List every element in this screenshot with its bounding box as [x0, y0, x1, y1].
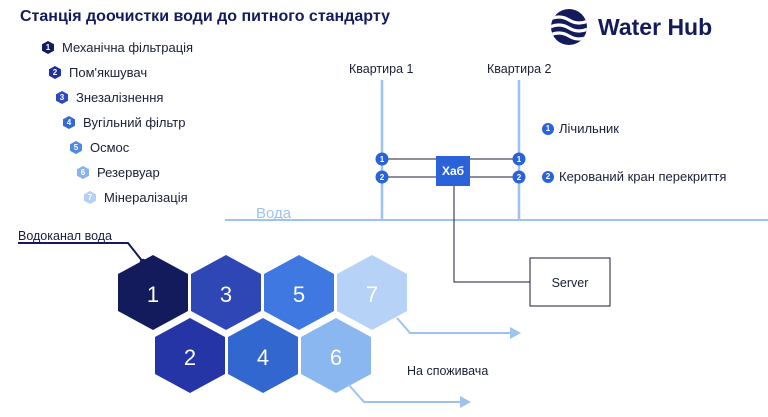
outlet-arrow	[396, 317, 512, 334]
stage-item: 2 Пом'якшувач	[49, 65, 147, 80]
hexagon-number-icon: 2	[49, 66, 61, 79]
stage-item: 7 Мінералізація	[84, 190, 188, 205]
hexagon-number-icon: 4	[63, 116, 75, 129]
arrow-head-icon	[510, 327, 521, 339]
stage-hexagon-number: 2	[184, 345, 196, 370]
stage-hexagon	[118, 255, 188, 330]
stage-label: Пом'якшувач	[69, 65, 148, 80]
apartment-2-label: Квартира 2	[487, 62, 551, 76]
svg-text:2: 2	[517, 173, 522, 182]
stage-item: 5 Осмос	[70, 140, 129, 155]
inlet-dot	[139, 258, 147, 266]
stage-hexagon	[337, 255, 407, 330]
server-link-line	[453, 185, 530, 283]
page-title: Станція доочистки води до питного станда…	[20, 8, 390, 25]
stage-hexagon-number: 1	[147, 282, 159, 307]
hexagon-cluster: 1 3 5 7 2 4 6	[118, 255, 407, 393]
arrow-head-icon	[460, 396, 471, 408]
stage-label: Знезалізнення	[76, 90, 164, 105]
stage-item: 6 Резервуар	[77, 165, 160, 180]
meter-node: 1	[512, 152, 526, 166]
stage-hexagon-number: 3	[220, 282, 232, 307]
outlet-arrow	[347, 383, 462, 403]
stage-hexagon-number: 7	[366, 282, 378, 307]
legend-item-valve: 2 Керований кран перекриття	[542, 169, 726, 184]
server-label: Server	[552, 276, 589, 290]
apartment-1-label: Квартира 1	[349, 62, 413, 76]
inlet-label: Водоканал вода	[18, 229, 112, 243]
hexagon-number-icon: 5	[70, 141, 82, 154]
stage-hexagon-number: 6	[330, 345, 342, 370]
legend-label: Лічильник	[559, 121, 619, 136]
water-waves-icon	[551, 9, 587, 45]
legend-label: Керований кран перекриття	[559, 169, 727, 184]
hub-box	[436, 156, 470, 186]
valve-node: 2	[375, 170, 389, 184]
stage-label: Осмос	[90, 140, 130, 155]
stage-label: Резервуар	[97, 165, 160, 180]
brand-name: Water Hub	[598, 13, 713, 40]
brand: Water Hub	[550, 8, 712, 46]
stage-label: Мінералізація	[104, 190, 188, 205]
stage-hexagon-number: 4	[257, 345, 269, 370]
stage-item: 4 Вугільний фільтр	[63, 115, 185, 130]
stage-label: Вугільний фільтр	[83, 115, 186, 130]
meter-node: 1	[375, 152, 389, 166]
stage-hexagon	[191, 255, 261, 330]
number-badge-icon: 1	[542, 122, 554, 135]
server-box	[529, 257, 611, 307]
stage-hexagon	[155, 318, 225, 393]
stage-item: 1 Механічна фільтрація	[42, 40, 193, 55]
stage-hexagon	[228, 318, 298, 393]
hexagon-number-icon: 6	[77, 166, 89, 179]
outlet-label: На споживача	[407, 364, 488, 378]
hexagon-number-icon: 3	[56, 91, 68, 104]
water-label: Вода	[256, 205, 292, 222]
hub-label: Хаб	[442, 164, 464, 178]
stage-hexagon	[301, 318, 371, 393]
stage-hexagon-number: 5	[293, 282, 305, 307]
legend-item-meter: 1 Лічильник	[542, 121, 619, 136]
svg-text:2: 2	[380, 173, 385, 182]
hexagon-number-icon: 1	[42, 41, 54, 54]
stage-item: 3 Знезалізнення	[56, 90, 163, 105]
stage-label: Механічна фільтрація	[62, 40, 194, 55]
number-badge-icon: 2	[542, 170, 554, 183]
svg-text:1: 1	[380, 155, 385, 164]
svg-text:1: 1	[517, 155, 522, 164]
stage-hexagon	[264, 255, 334, 330]
hexagon-number-icon: 7	[84, 191, 96, 204]
inlet-line	[18, 242, 144, 263]
valve-node: 2	[512, 170, 526, 184]
